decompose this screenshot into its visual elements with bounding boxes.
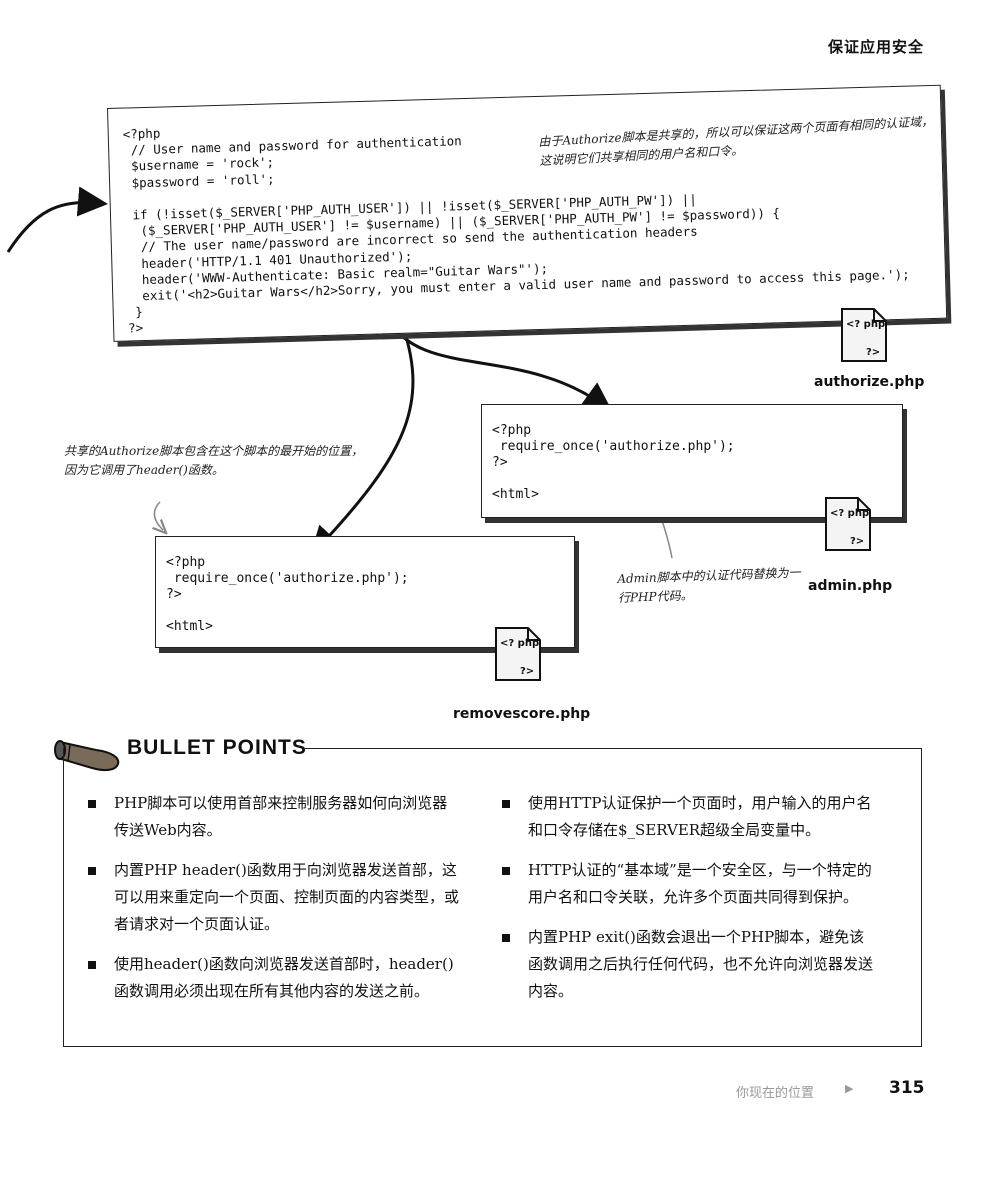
- svg-text:?>: ?>: [866, 347, 880, 358]
- bullet-column-left: PHP脚本可以使用首部来控制服务器如何向浏览器传送Web内容。 内置PHP he…: [88, 790, 460, 1018]
- authorize-file-label: authorize.php: [814, 374, 925, 390]
- php-file-icon: <? php ?>: [825, 497, 871, 551]
- bullet-points-box: [63, 748, 922, 1047]
- svg-text:?>: ?>: [850, 536, 864, 547]
- note-pointer-left: [154, 501, 163, 530]
- bullet-item: HTTP认证的“基本域”是一个安全区，与一个特定的用户名和口令关联，允许多个页面…: [502, 857, 874, 911]
- page-section-title: 保证应用安全: [828, 38, 925, 56]
- include-location-note: 共享的Authorize脚本包含在这个脚本的最开始的位置，因为它调用了heade…: [64, 444, 364, 477]
- bullet-points-title: BULLET POINTS: [127, 736, 307, 759]
- php-file-icon: <? php ?>: [841, 308, 887, 362]
- bullet-column-right: 使用HTTP认证保护一个页面时，用户输入的用户名和口令存储在$_SERVER超级…: [502, 790, 874, 1018]
- php-file-icon: <? php ?>: [495, 627, 541, 681]
- admin-replace-note: Admin脚本中的认证代码替换为一行PHP代码。: [617, 565, 801, 605]
- footer-arrow-icon: ▶: [845, 1082, 854, 1095]
- page-number: 315: [889, 1078, 925, 1098]
- bullet-item: 内置PHP header()函数用于向浏览器发送首部，这可以用来重定向一个页面、…: [88, 857, 460, 938]
- bullet-item: 使用header()函数向浏览器发送首部时，header()函数调用必须出现在所…: [88, 951, 460, 1005]
- admin-code: <?php require_once('authorize.php'); ?> …: [492, 423, 735, 502]
- removescore-code: <?php require_once('authorize.php'); ?> …: [166, 555, 409, 634]
- svg-text:<? php: <? php: [500, 638, 539, 649]
- arrow-to-admin: [386, 317, 613, 413]
- bullet-points-rule: [305, 748, 922, 749]
- bullet-item: 使用HTTP认证保护一个页面时，用户输入的用户名和口令存储在$_SERVER超级…: [502, 790, 874, 844]
- bullet-icon: [54, 740, 120, 772]
- svg-text:?>: ?>: [520, 666, 534, 677]
- admin-code-card: <?php require_once('authorize.php'); ?> …: [481, 404, 903, 518]
- bullet-item: PHP脚本可以使用首部来控制服务器如何向浏览器传送Web内容。: [88, 790, 460, 844]
- footer-location-text: 你现在的位置: [736, 1086, 815, 1101]
- svg-text:<? php: <? php: [830, 508, 869, 519]
- arrow-to-remove: [309, 317, 415, 557]
- bullet-item: 内置PHP exit()函数会退出一个PHP脚本，避免该函数调用之后执行任何代码…: [502, 924, 874, 1005]
- removescore-file-label: removescore.php: [453, 706, 591, 722]
- admin-file-label: admin.php: [808, 578, 893, 594]
- svg-text:<? php: <? php: [846, 319, 885, 330]
- arrow-into-main: [6, 186, 108, 253]
